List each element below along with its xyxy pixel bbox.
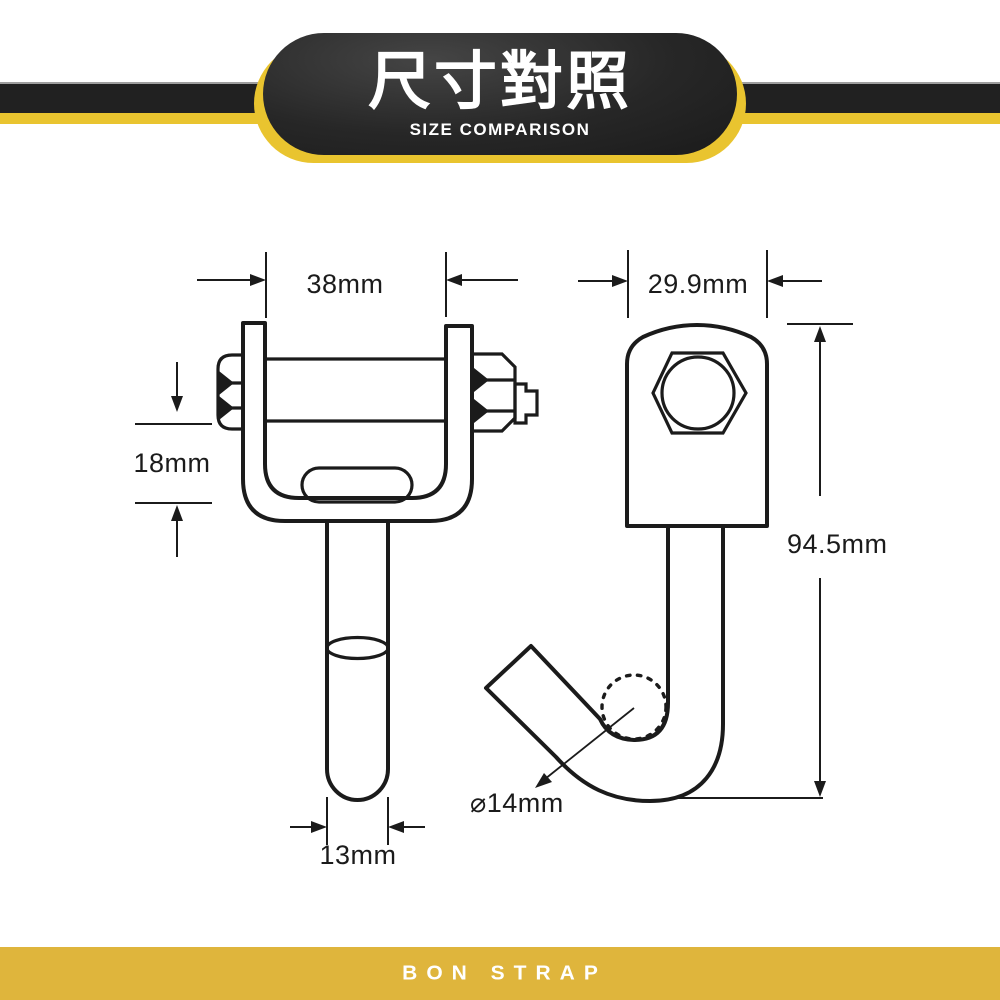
dim-label-38mm: 38mm xyxy=(306,269,383,299)
bolt-tip xyxy=(513,382,539,425)
hook-shank-and-curve xyxy=(484,524,725,803)
dim-94-5mm: 94.5mm xyxy=(673,323,888,799)
dim-label-hook-diameter: ⌀14mm xyxy=(470,788,564,818)
dim-38mm: 38mm xyxy=(197,252,518,318)
left-nut-facet-shade-top xyxy=(219,371,234,395)
dim-13mm-arrow-right xyxy=(388,821,404,833)
dim-label-29-9mm: 29.9mm xyxy=(648,269,749,299)
dim-18mm-arrow-up xyxy=(171,505,183,521)
dim-94-5mm-arrow-up xyxy=(814,326,826,342)
dim-38mm-arrow-left xyxy=(250,274,266,286)
footer-bar: BON STRAP xyxy=(0,947,1000,1000)
dim-label-18mm: 18mm xyxy=(133,448,210,478)
dim-29-9mm-arrow-left xyxy=(612,275,628,287)
left-nut-facet-shade-bottom xyxy=(219,396,234,420)
leader-line xyxy=(544,707,635,780)
banner-subtitle: SIZE COMPARISON xyxy=(409,119,591,139)
front-view-drawing: 38mm 18mm 13mm xyxy=(133,252,539,870)
dim-13mm: 13mm xyxy=(290,797,425,870)
dim-18mm: 18mm xyxy=(133,362,212,557)
dim-13mm-extension-lines xyxy=(326,797,389,845)
hook-diameter-dotted-circle xyxy=(600,673,668,741)
banner-title: 尺寸對照 xyxy=(368,46,632,117)
dim-29-9mm: 29.9mm xyxy=(578,250,822,318)
bolt-shaft-lines xyxy=(265,357,446,423)
dim-18mm-extension-lines xyxy=(135,423,212,504)
brand-text: BON STRAP xyxy=(402,962,607,984)
dim-13mm-arrow-left xyxy=(311,821,327,833)
side-view-drawing: ⌀14mm 29.9mm 94.5mm xyxy=(470,250,888,818)
pin-outline xyxy=(325,521,390,802)
dim-29-9mm-extension-lines xyxy=(627,250,768,318)
banner-pill: 尺寸對照 SIZE COMPARISON xyxy=(263,33,737,155)
hex-bolt-head xyxy=(651,351,748,435)
hook-diameter-leader: ⌀14mm xyxy=(470,707,635,818)
right-nut xyxy=(470,352,517,433)
right-nut-facet-shade-bottom xyxy=(474,399,489,423)
bracket-outline xyxy=(241,321,474,523)
dim-94-5mm-extension-lines xyxy=(673,323,853,799)
pin-joint-ellipse xyxy=(325,635,390,661)
dim-18mm-arrow-down xyxy=(171,396,183,412)
right-nut-facet-shade-top xyxy=(474,368,489,392)
hook-head-body xyxy=(625,323,769,528)
slot-cutout xyxy=(300,466,414,504)
dim-label-94-5mm: 94.5mm xyxy=(787,529,888,559)
leader-arrow-head xyxy=(535,773,552,788)
left-nut xyxy=(216,353,245,431)
dim-38mm-extension-lines xyxy=(265,252,447,318)
dim-38mm-arrow-right xyxy=(446,274,462,286)
hex-bolt-circle xyxy=(660,355,736,431)
dim-94-5mm-arrow-down xyxy=(814,781,826,797)
dim-29-9mm-arrow-right xyxy=(767,275,783,287)
dim-label-13mm: 13mm xyxy=(319,840,396,870)
